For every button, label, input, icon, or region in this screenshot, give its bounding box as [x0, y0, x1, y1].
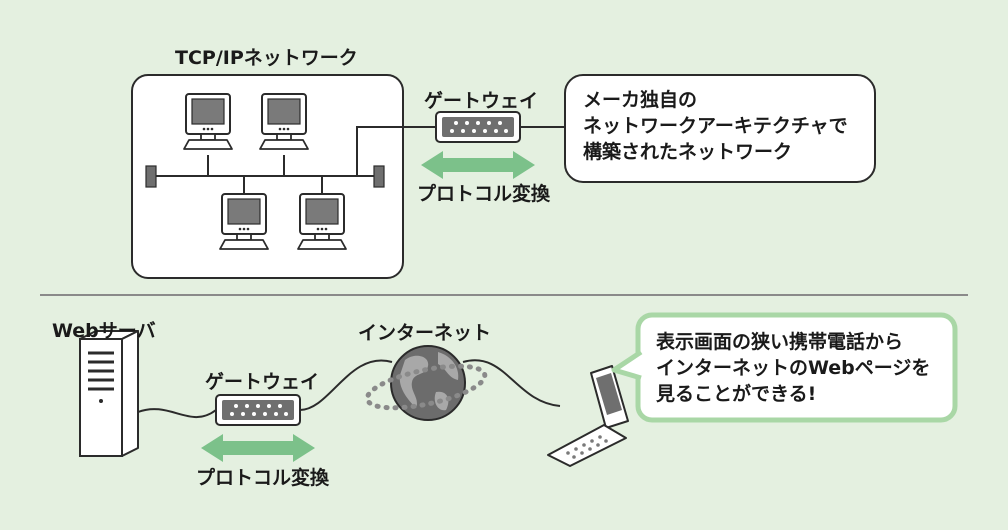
proprietary-network-text: メーカ独自の ネットワークアーキテクチャで 構築されたネットワーク — [583, 87, 848, 165]
web-server-label: Webサーバ — [52, 320, 156, 342]
lan-cabling — [153, 126, 568, 194]
mobile-callout-bubble — [611, 312, 958, 423]
top-protocol-conversion-label: プロトコル変換 — [417, 183, 551, 205]
computer-icon — [219, 193, 269, 250]
internet-label: インターネット — [358, 322, 492, 344]
server-tower-icon — [79, 330, 139, 457]
top-gateway-label: ゲートウェイ — [424, 90, 539, 112]
callout-line: 構築されたネットワーク — [583, 141, 793, 163]
callout-line: 表示画面の狭い携帯電話から — [656, 331, 904, 353]
bottom-protocol-conversion-label: プロトコル変換 — [196, 467, 330, 489]
gateway-device-icon — [435, 111, 521, 143]
callout-line: ネットワークアーキテクチャで — [583, 115, 848, 137]
mobile-callout-text: 表示画面の狭い携帯電話から インターネットのWebページを 見ることができる! — [656, 329, 930, 407]
tcpip-network-label: TCP/IPネットワーク — [175, 47, 358, 69]
lan-terminator-right — [373, 165, 385, 188]
internet-links — [137, 359, 561, 419]
globe-icon — [364, 345, 488, 421]
callout-line: 見ることができる! — [656, 383, 817, 405]
computer-icon — [297, 193, 347, 250]
computer-icon — [259, 93, 309, 150]
lan-terminator-left — [145, 165, 157, 188]
bottom-gateway-label: ゲートウェイ — [205, 371, 320, 393]
callout-line: メーカ独自の — [583, 89, 698, 111]
callout-line: インターネットのWebページを — [656, 357, 931, 379]
mobile-phone-icon — [547, 365, 629, 467]
gateway-device-icon — [215, 394, 301, 426]
computer-icon — [183, 93, 233, 150]
proprietary-network-box — [564, 74, 876, 183]
